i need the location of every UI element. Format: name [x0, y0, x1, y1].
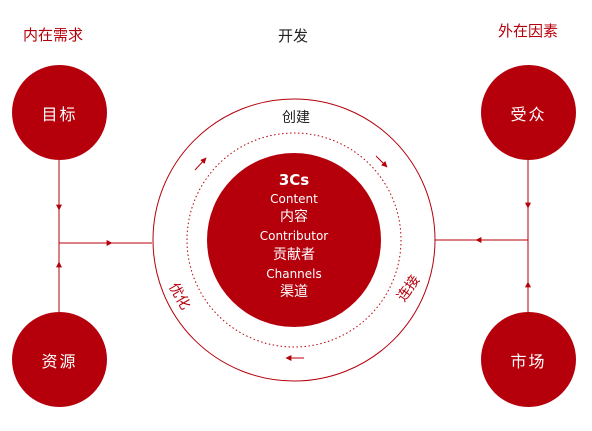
core-line-contributor: Contributor	[259, 229, 329, 243]
flow-arrow-top-left	[194, 157, 207, 171]
resources-node: 资源	[12, 312, 107, 407]
core-line-channels-cn: 渠道	[280, 284, 308, 300]
core-line-contributor-cn: 贡献者	[273, 247, 315, 263]
flow-arrow-top-right	[375, 155, 388, 168]
inner-needs-label: 内在需求	[23, 26, 84, 44]
audience-node: 受众	[481, 65, 576, 160]
core-title: 3Cs	[278, 171, 310, 189]
core-line-channels: Channels	[266, 267, 322, 281]
ring-label-create: 创建	[279, 107, 313, 127]
develop-label: 开发	[278, 27, 309, 45]
core-line-content: Content	[270, 192, 318, 206]
outer-ring	[152, 98, 436, 382]
market-node: 市场	[481, 312, 576, 407]
goal-node: 目标	[12, 65, 107, 160]
external-factors-label: 外在因素	[498, 22, 559, 40]
core-line-content-cn: 内容	[280, 209, 308, 225]
core-circle: 3Cs Content 内容 Contributor 贡献者 Channels …	[207, 153, 381, 327]
dotted-ring	[186, 132, 402, 348]
